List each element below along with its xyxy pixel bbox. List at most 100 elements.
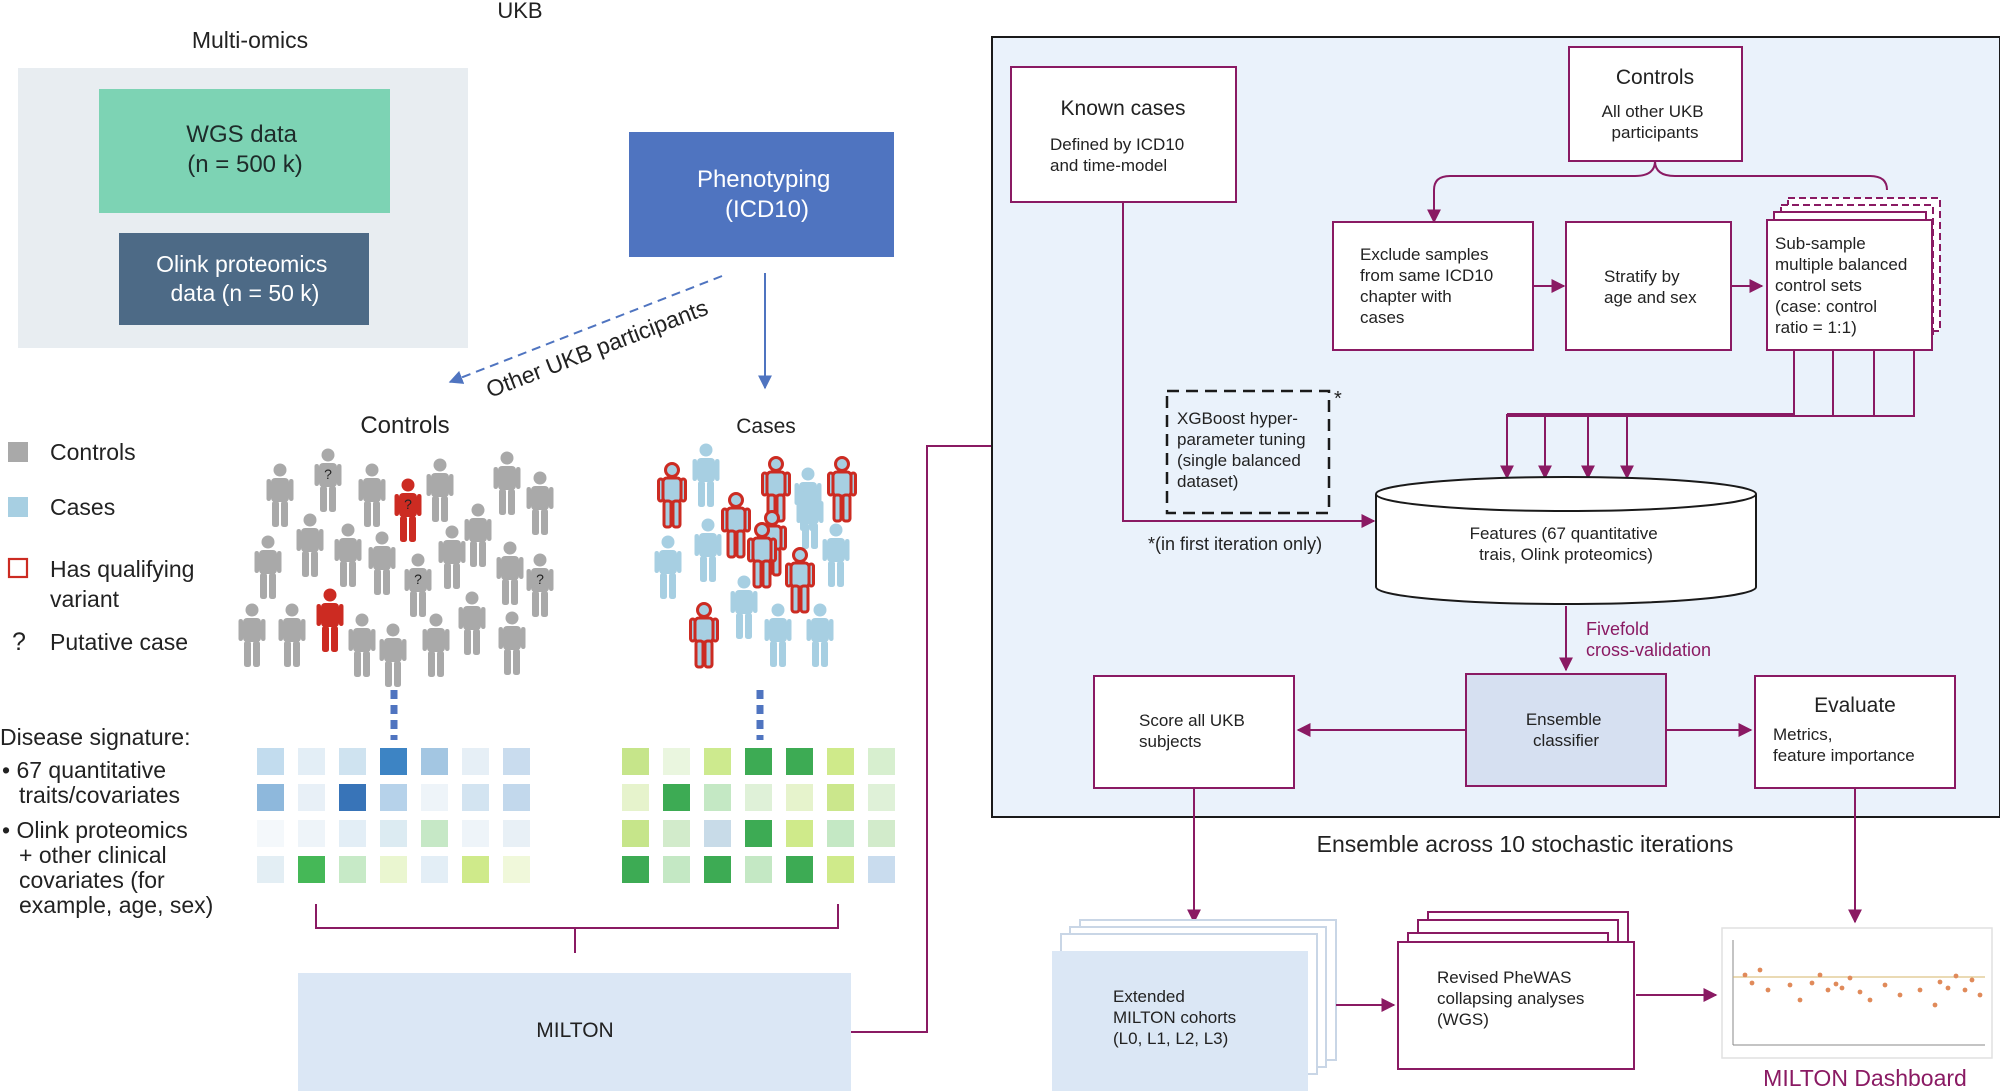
dashboard-point	[1817, 972, 1823, 978]
control-person-icon	[334, 523, 362, 587]
dashboard-point	[1953, 973, 1959, 979]
olink-data-box	[119, 233, 369, 325]
exclude-line-3: chapter with	[1360, 287, 1452, 306]
dashboard-point	[1847, 975, 1853, 981]
control-heatmap-cell	[380, 820, 407, 847]
case-heatmap-cell	[663, 748, 690, 775]
control-heatmap-cell	[339, 784, 366, 811]
cases-heatmap	[622, 748, 895, 883]
stratify-line-2: age and sex	[1604, 288, 1697, 307]
control-heatmap-cell	[298, 856, 325, 883]
extended-line-3: (L0, L1, L2, L3)	[1113, 1029, 1228, 1048]
pipeline-controls-box	[1568, 46, 1743, 162]
fivefold-line-2: cross-validation	[1586, 640, 1711, 660]
case-heatmap-cell	[663, 856, 690, 883]
control-heatmap-cell	[380, 748, 407, 775]
case-heatmap-cell	[786, 748, 813, 775]
phenotyping-box	[629, 132, 894, 257]
extended-box	[1052, 951, 1308, 1091]
dashboard-point	[1787, 982, 1793, 988]
milton-to-pipeline-connector	[851, 445, 992, 1033]
control-heatmap-cell	[421, 856, 448, 883]
features-line-2: trais, Olink proteomics)	[1479, 545, 1653, 564]
ensemble-box	[1465, 673, 1667, 787]
case-heatmap-cell	[704, 784, 731, 811]
dashboard-point	[1969, 977, 1975, 983]
stratify-box	[1565, 221, 1732, 351]
subsample-line-5: ratio = 1:1)	[1775, 318, 1857, 337]
control-person-icon	[368, 531, 396, 595]
dashboard-point	[1797, 997, 1803, 1003]
known-cases-desc: Defined by ICD10 and time-model	[1050, 135, 1189, 175]
stratify-label: Stratify by age and sex	[1604, 267, 1697, 307]
pipeline-controls-desc: All other UKB participants	[1602, 102, 1709, 142]
control-person-icon	[464, 503, 492, 567]
control-heatmap-cell	[462, 784, 489, 811]
known-cases-title: Known cases	[1061, 97, 1186, 120]
dashboard-point	[1809, 980, 1815, 986]
legend-putative-label: Putative case	[50, 629, 188, 655]
control-person-icon	[422, 613, 450, 677]
legend-putative-symbol: ?	[12, 628, 26, 656]
dashboard-point	[1749, 980, 1755, 986]
case-heatmap-cell	[704, 748, 731, 775]
putative-question-mark: ?	[414, 571, 422, 587]
dashboard-point	[1882, 982, 1888, 988]
controls-heatmap	[257, 748, 530, 883]
olink-line-2: data (n = 50 k)	[171, 280, 320, 306]
features-line-1: Features (67 quantitative	[1470, 524, 1658, 543]
evaluate-desc: Metrics, feature importance	[1773, 725, 1915, 765]
control-person-icon	[296, 513, 324, 577]
case-variant-person-icon	[689, 602, 719, 669]
dashboard-point	[1977, 992, 1983, 998]
control-person-icon	[426, 458, 454, 522]
extended-line-2: MILTON cohorts	[1113, 1008, 1236, 1027]
dashboard-point	[1937, 979, 1943, 985]
control-heatmap-cell	[257, 856, 284, 883]
phewas-line-3: (WGS)	[1437, 1010, 1489, 1029]
case-heatmap-cell	[663, 820, 690, 847]
ensemble-label: Ensemble classifier	[1526, 710, 1606, 750]
features-label: Features (67 quantitative trais, Olink p…	[1470, 524, 1663, 564]
evaluate-box	[1754, 675, 1956, 789]
case-variant-person-icon	[657, 462, 687, 529]
case-heatmap-cell	[868, 784, 895, 811]
control-heatmap-cell	[503, 784, 530, 811]
xgboost-box	[1165, 389, 1331, 515]
control-person-icon	[348, 613, 376, 677]
controls-group-title: Controls	[360, 412, 449, 439]
case-heatmap-cell	[868, 748, 895, 775]
fivefold-label: Fivefold cross-validation	[1586, 619, 1711, 660]
control-heatmap-cell	[503, 820, 530, 847]
legend-controls-label: Controls	[50, 439, 136, 465]
case-heatmap-cell	[704, 820, 731, 847]
subsample-box	[1766, 219, 1933, 351]
control-person-icon	[316, 588, 344, 652]
cases-group-title: Cases	[736, 415, 796, 438]
xgboost-asterisk: *	[1334, 388, 1342, 410]
ukb-label: UKB	[497, 0, 542, 23]
exclude-label: Exclude samples from same ICD10 chapter …	[1360, 245, 1498, 327]
subsample-line-4: (case: control	[1775, 297, 1877, 316]
case-heatmap-cell	[622, 748, 649, 775]
wgs-data-box	[99, 89, 390, 213]
case-heatmap-cell	[827, 820, 854, 847]
control-person-icon	[526, 471, 554, 535]
controls-crowd: ????	[238, 448, 554, 687]
dashboard-point	[1742, 972, 1748, 978]
features-cylinder-rim	[1375, 493, 1757, 512]
control-heatmap-cell	[462, 748, 489, 775]
score-label: Score all UKB subjects	[1139, 711, 1250, 751]
bullet2-line-3: covariates (for	[19, 867, 165, 893]
controls-split-connector	[1427, 160, 1888, 224]
case-person-icon	[694, 518, 722, 582]
dashboard-point	[1839, 985, 1845, 991]
other-participants-label: Other UKB participants	[482, 294, 711, 403]
evaluate-desc-1: Metrics,	[1773, 725, 1833, 744]
legend-variant-swatch	[7, 557, 29, 579]
case-heatmap-cell	[827, 784, 854, 811]
control-heatmap-cell	[380, 784, 407, 811]
olink-data-label: Olink proteomics data (n = 50 k)	[156, 251, 334, 306]
score-box	[1093, 675, 1295, 789]
phenotyping-to-controls-arrow	[448, 275, 723, 384]
